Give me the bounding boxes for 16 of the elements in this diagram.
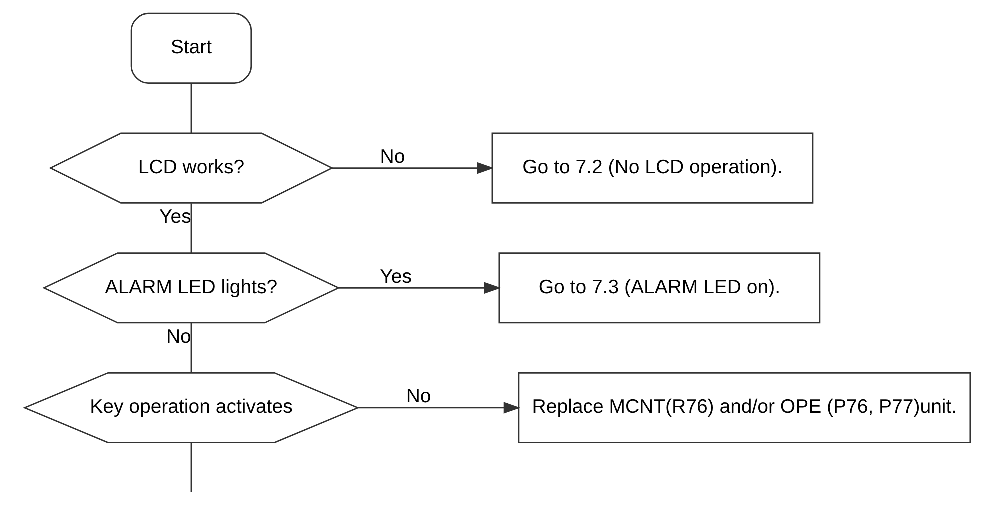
edge-label: No (166, 326, 192, 348)
arrow (332, 162, 494, 174)
edge-label: Yes (160, 206, 192, 228)
node-box: Replace MCNT(R76) and/or OPE (P76, P77)unit. (518, 372, 972, 444)
edge-label: No (406, 386, 432, 408)
node-box: Go to 7.2 (No LCD operation). (492, 132, 814, 204)
edge-label: No (380, 146, 406, 168)
node-box: Start (130, 12, 252, 84)
connector (190, 204, 192, 254)
node-box: Go to 7.3 (ALARM LED on). (498, 252, 821, 324)
connector (190, 442, 192, 492)
edge-label: Yes (380, 266, 412, 288)
arrow (338, 282, 502, 294)
connector (190, 84, 192, 134)
arrow (358, 402, 521, 414)
connector (190, 323, 192, 373)
